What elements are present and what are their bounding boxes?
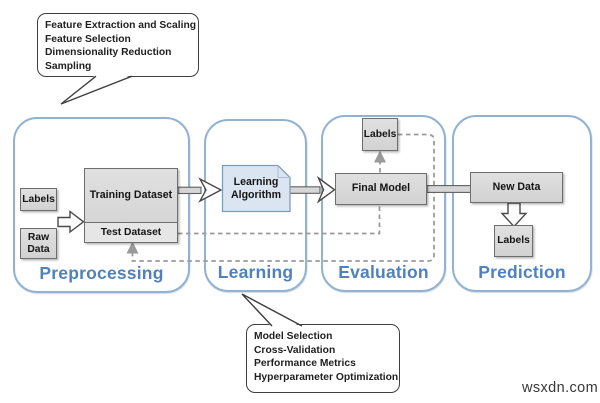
callout-top-line-3: Dimensionality Reduction — [45, 47, 172, 59]
test-dataset-section: Test Dataset — [85, 222, 177, 242]
node-labels-preprocessing-text: Labels — [22, 193, 55, 205]
node-new-data: New Data — [470, 172, 563, 203]
node-raw-data-text: Raw Data — [27, 232, 50, 255]
new-data-text: New Data — [492, 180, 541, 193]
callout-bottom-line-1: Model Selection — [254, 331, 333, 342]
callout-learning-notes: Model Selection Cross-Validation Perform… — [246, 324, 400, 393]
node-labels-prediction-text: Labels — [497, 235, 530, 247]
test-dataset-text: Test Dataset — [100, 226, 162, 238]
node-training-dataset: Training Dataset Test Dataset — [84, 168, 178, 243]
node-learning-algorithm: Learning Algorithm — [222, 165, 290, 212]
node-labels-evaluation: Labels — [362, 118, 398, 151]
stage-label-preprocessing: Preprocessing — [39, 263, 164, 283]
panel-prediction: Prediction — [452, 115, 592, 292]
stage-label-evaluation: Evaluation — [338, 262, 429, 282]
training-dataset-section: Training Dataset — [85, 169, 177, 222]
node-final-model: Final Model — [335, 173, 427, 205]
callout-bottom-tail — [242, 294, 302, 328]
callout-top-tail — [61, 74, 132, 104]
callout-bottom-line-2: Cross-Validation — [254, 344, 336, 356]
callout-top-line-4: Sampling — [45, 60, 92, 72]
callout-top-line-2: Feature Selection — [45, 33, 131, 45]
stage-label-learning: Learning — [217, 262, 294, 282]
training-dataset-text: Training Dataset — [89, 188, 173, 201]
learning-algorithm-text: Learning Algorithm — [230, 176, 282, 201]
callout-bottom-line-4: Hyperparameter Optimization — [254, 371, 399, 383]
callout-bottom-tail-outline — [241, 293, 303, 327]
final-model-text: Final Model — [351, 182, 411, 195]
watermark: wsxdn.com — [522, 380, 599, 396]
stage-label-prediction: Prediction — [478, 262, 566, 282]
callout-preprocessing-notes: Feature Extraction and Scaling Feature S… — [37, 13, 199, 77]
callout-bottom-line-3: Performance Metrics — [254, 358, 356, 370]
callout-top-tail-outline — [60, 75, 133, 105]
callout-top-line-1: Feature Extraction and Scaling — [45, 20, 197, 31]
node-labels-prediction: Labels — [494, 225, 533, 257]
node-labels-preprocessing: Labels — [20, 188, 57, 211]
node-raw-data: Raw Data — [20, 228, 57, 259]
node-labels-evaluation-text: Labels — [363, 128, 397, 140]
